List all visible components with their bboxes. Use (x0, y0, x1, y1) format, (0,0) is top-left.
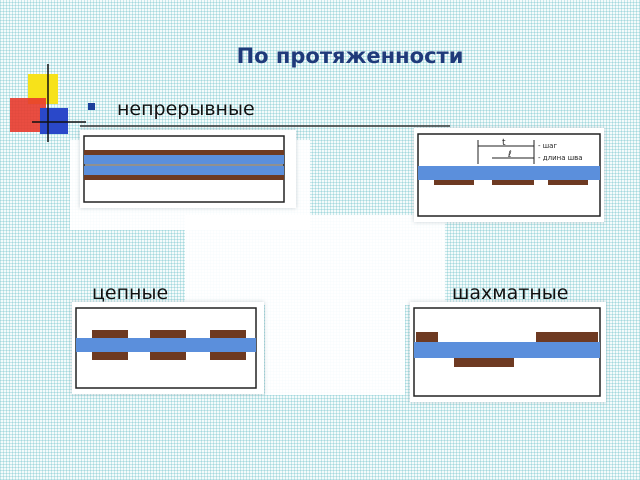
figure-staggered-weld (410, 302, 606, 402)
backdrop-panel (185, 215, 445, 305)
slide-title: По протяженности (236, 44, 464, 68)
l-symbol: ℓ (507, 150, 512, 160)
divider-line (80, 125, 450, 127)
seam-length-label: - длина шва (538, 154, 583, 162)
bullet-square-icon (88, 103, 95, 110)
label-staggered: шахматные (452, 282, 569, 304)
pitch-label: - шаг (538, 142, 557, 150)
figure-chain-weld (72, 302, 264, 394)
figure-pitch-diagram: t ℓ - шаг - длина шва (414, 128, 604, 222)
bullet-continuous: непрерывные (88, 98, 255, 120)
bullet-text: непрерывные (117, 98, 255, 120)
label-chain: цепные (92, 282, 169, 304)
decorative-squares (10, 64, 86, 142)
t-symbol: t (502, 138, 506, 148)
backdrop-panel (265, 305, 405, 395)
figure-continuous-weld (80, 130, 296, 208)
